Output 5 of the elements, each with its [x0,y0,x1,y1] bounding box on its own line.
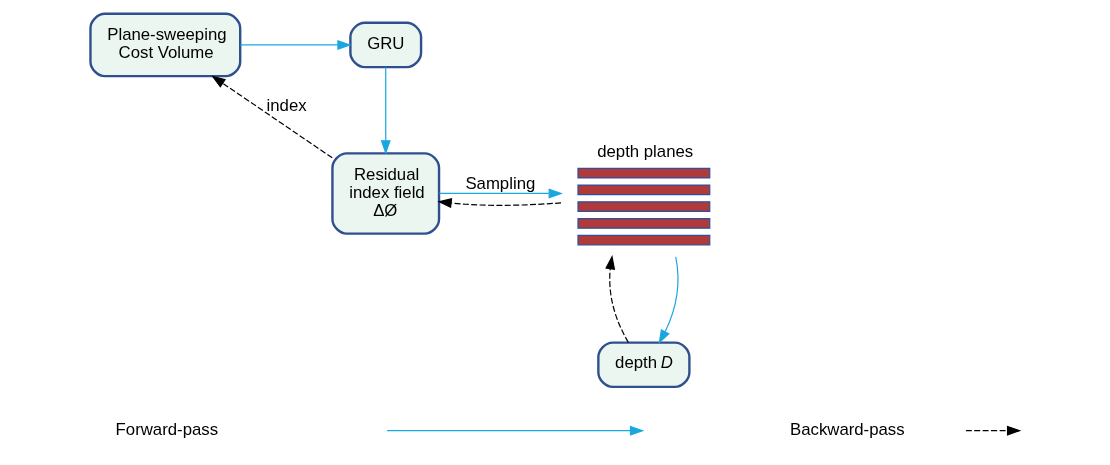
edge-label: Sampling [464,173,535,193]
edge-label: index [266,95,307,115]
node-label: depth planes [596,141,693,161]
legend-label: Forward-pass [115,419,218,439]
legend-label: Backward-pass [789,419,905,439]
